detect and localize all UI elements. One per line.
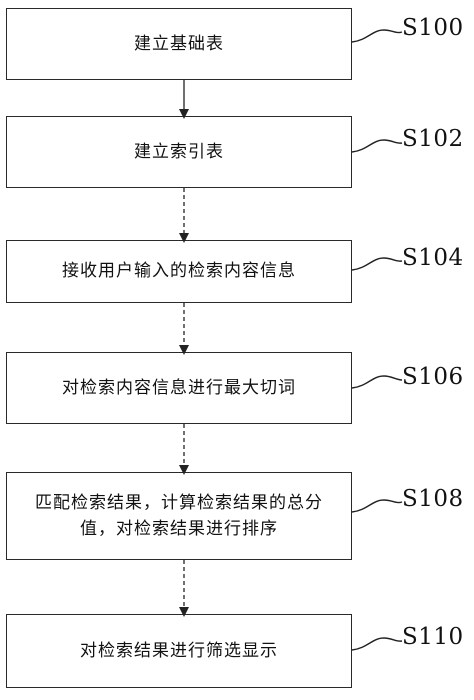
leader-line-s110 xyxy=(351,637,403,651)
step-label-s102: S102 xyxy=(402,126,464,152)
step-box-s100: 建立基础表 xyxy=(6,8,352,80)
leader-line-s104 xyxy=(351,257,403,271)
step-text-s106: 对检索内容信息进行最大切词 xyxy=(62,377,296,398)
step-text-s110: 对检索结果进行筛选显示 xyxy=(80,640,278,661)
step-label-s104: S104 xyxy=(402,245,464,271)
leader-line-s106 xyxy=(351,375,403,389)
step-box-s110: 对检索结果进行筛选显示 xyxy=(6,614,352,688)
step-box-s104: 接收用户输入的检索内容信息 xyxy=(6,240,352,303)
step-text-s108: 匹配检索结果，计算检索结果的总分值，对检索结果进行排序 xyxy=(35,492,323,539)
step-text-s102: 建立索引表 xyxy=(134,141,224,162)
step-label-s108: S108 xyxy=(402,486,464,512)
step-box-s106: 对检索内容信息进行最大切词 xyxy=(6,352,352,424)
step-text-s100: 建立基础表 xyxy=(134,33,224,54)
step-text-s104: 接收用户输入的检索内容信息 xyxy=(62,261,296,282)
step-box-s102: 建立索引表 xyxy=(6,116,352,188)
step-label-s110: S110 xyxy=(402,624,464,650)
step-label-s100: S100 xyxy=(402,15,464,41)
step-box-s108: 匹配检索结果，计算检索结果的总分值，对检索结果进行排序 xyxy=(6,472,352,560)
leader-line-s102 xyxy=(351,139,403,153)
step-label-s106: S106 xyxy=(402,364,464,390)
leader-line-s100 xyxy=(351,29,403,43)
leader-line-s108 xyxy=(351,499,403,513)
